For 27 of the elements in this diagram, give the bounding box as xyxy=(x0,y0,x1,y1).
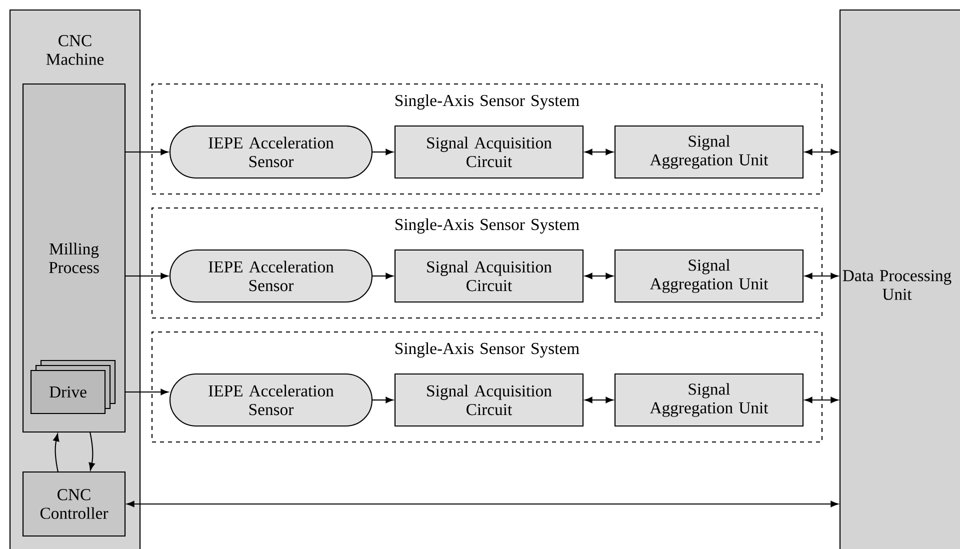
arrow xyxy=(372,272,394,280)
processing-box: Data Processing Unit xyxy=(839,9,960,549)
arrow xyxy=(804,272,838,280)
process-box: Signal Aggregation Unit xyxy=(614,373,804,427)
arrow xyxy=(372,148,394,156)
arrow xyxy=(584,148,614,156)
sensor-box: IEPE Acceleration Sensor xyxy=(169,249,373,303)
process-box: Signal Acquisition Circuit xyxy=(394,373,584,427)
arrow xyxy=(125,388,168,396)
arrow xyxy=(584,396,614,404)
process-box: Signal Acquisition Circuit xyxy=(394,125,584,179)
process-box: Signal Aggregation Unit xyxy=(614,125,804,179)
arrow xyxy=(53,434,60,472)
stacked-box: Drive xyxy=(30,360,116,414)
arrow xyxy=(584,272,614,280)
process-box: Signal Acquisition Circuit xyxy=(394,249,584,303)
arrow xyxy=(125,272,168,280)
arrow xyxy=(125,148,168,156)
arrow xyxy=(372,396,394,404)
arrow xyxy=(804,148,838,156)
arrow xyxy=(126,500,838,508)
process-box: Signal Aggregation Unit xyxy=(614,249,804,303)
arrow xyxy=(804,396,838,404)
arrow xyxy=(88,432,95,470)
sensor-box: IEPE Acceleration Sensor xyxy=(169,125,373,179)
sensor-box: IEPE Acceleration Sensor xyxy=(169,373,373,427)
controller-box: CNC Controller xyxy=(22,471,126,537)
